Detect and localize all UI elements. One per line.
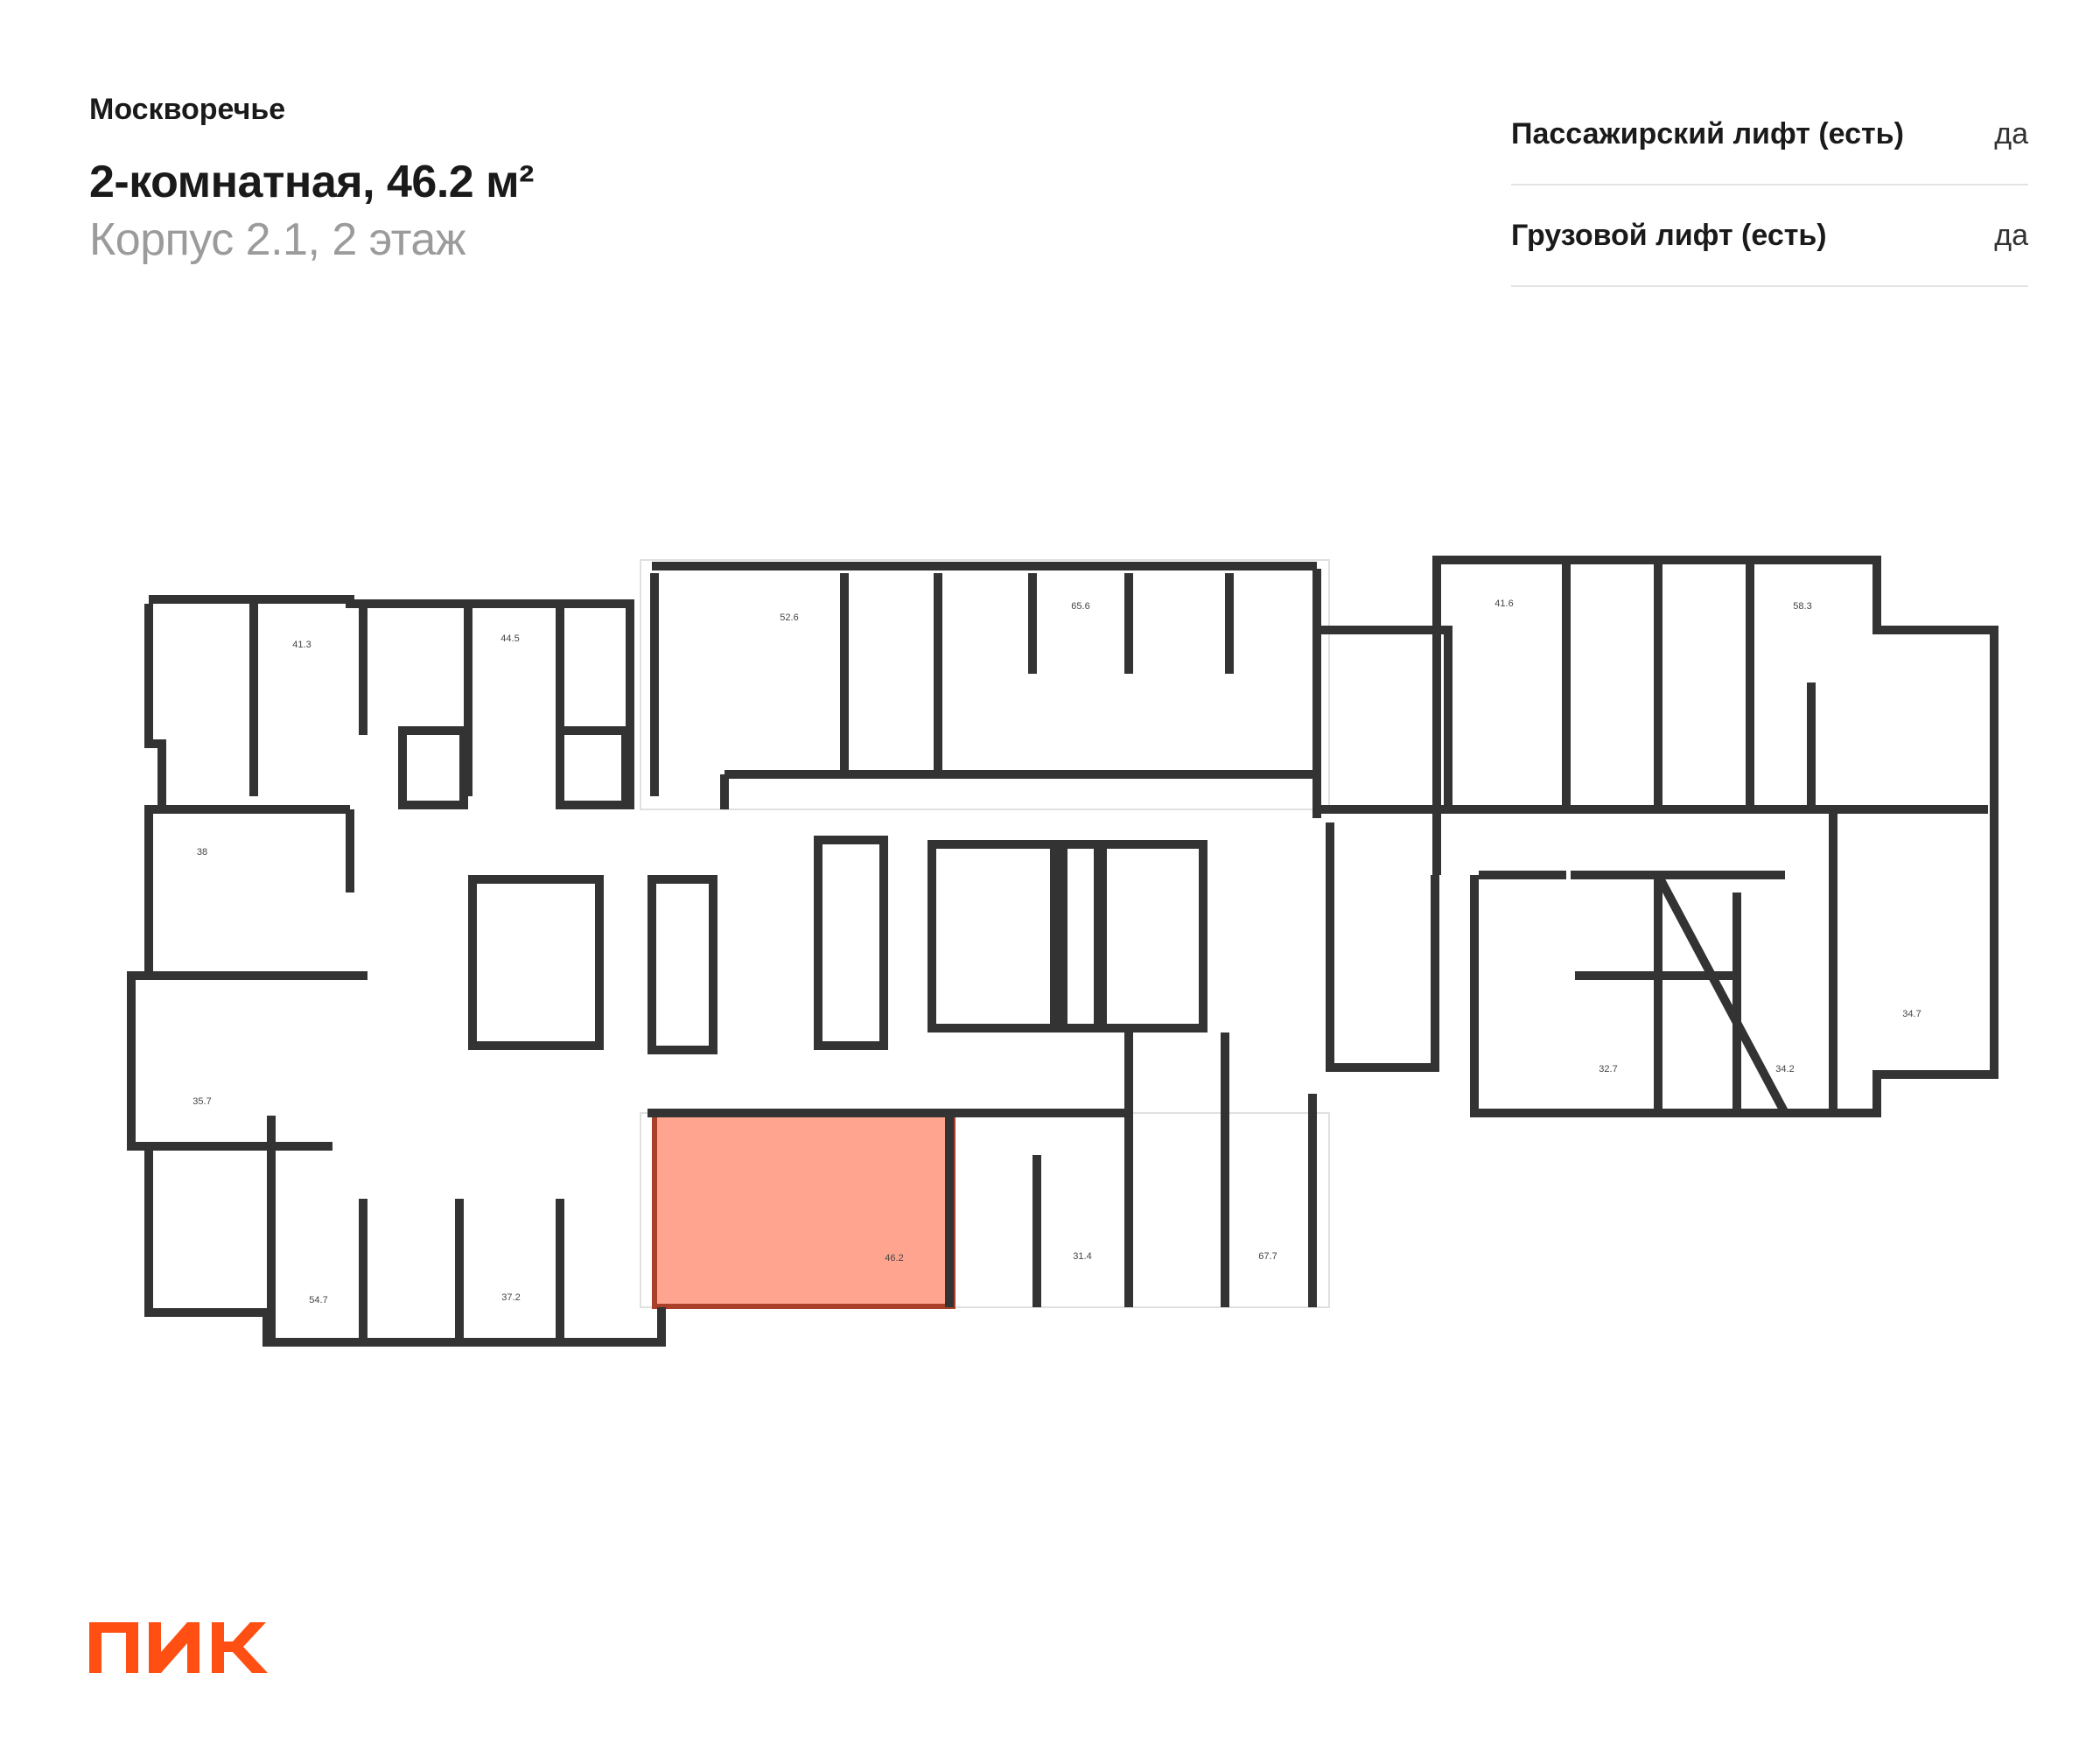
apartment-area-label[interactable]: 52.6	[780, 612, 798, 623]
apartment-area-label[interactable]: 65.6	[1071, 601, 1089, 612]
apartment-area-label[interactable]: 58.3	[1793, 601, 1811, 612]
apartment-area-label[interactable]: 44.5	[500, 634, 519, 644]
features-list: Пассажирский лифт (есть) да Грузовой лиф…	[1511, 84, 2028, 287]
feature-label: Пассажирский лифт (есть)	[1511, 116, 1904, 150]
feature-value: да	[1994, 218, 2028, 252]
apartment-area-label[interactable]: 34.2	[1775, 1064, 1794, 1074]
apartment-area-label[interactable]: 41.3	[292, 640, 311, 650]
walls	[127, 556, 1998, 1347]
apartment-area-label[interactable]: 67.7	[1258, 1251, 1277, 1262]
feature-label: Грузовой лифт (есть)	[1511, 218, 1827, 252]
apartment-area-label[interactable]: 37.2	[501, 1292, 520, 1303]
apartment-area-label[interactable]: 46.2	[885, 1253, 903, 1264]
apartment-area-label[interactable]: 54.7	[309, 1295, 327, 1306]
pik-logo	[89, 1622, 268, 1673]
apartment-title: 2-комнатная, 46.2 м²	[89, 157, 534, 207]
apartment-area-label[interactable]: 32.7	[1599, 1064, 1617, 1074]
feature-freight-lift: Грузовой лифт (есть) да	[1511, 186, 2028, 287]
selected-apartment[interactable]	[652, 1112, 956, 1309]
apartment-area-label[interactable]: 34.7	[1902, 1009, 1921, 1019]
apartment-labels: 41.3 44.5 52.6 65.6 41.6 58.3 38 35.7 54…	[192, 598, 1921, 1306]
building-floor: Корпус 2.1, 2 этаж	[89, 214, 466, 265]
apartment-area-label[interactable]: 35.7	[192, 1096, 211, 1107]
project-name: Москворечье	[89, 93, 286, 126]
apartment-area-label[interactable]: 41.6	[1494, 598, 1513, 609]
apartment-area-label[interactable]: 38	[197, 847, 207, 858]
apartment-area-label[interactable]: 31.4	[1073, 1251, 1091, 1262]
feature-value: да	[1994, 116, 2028, 150]
feature-passenger-lift: Пассажирский лифт (есть) да	[1511, 84, 2028, 186]
